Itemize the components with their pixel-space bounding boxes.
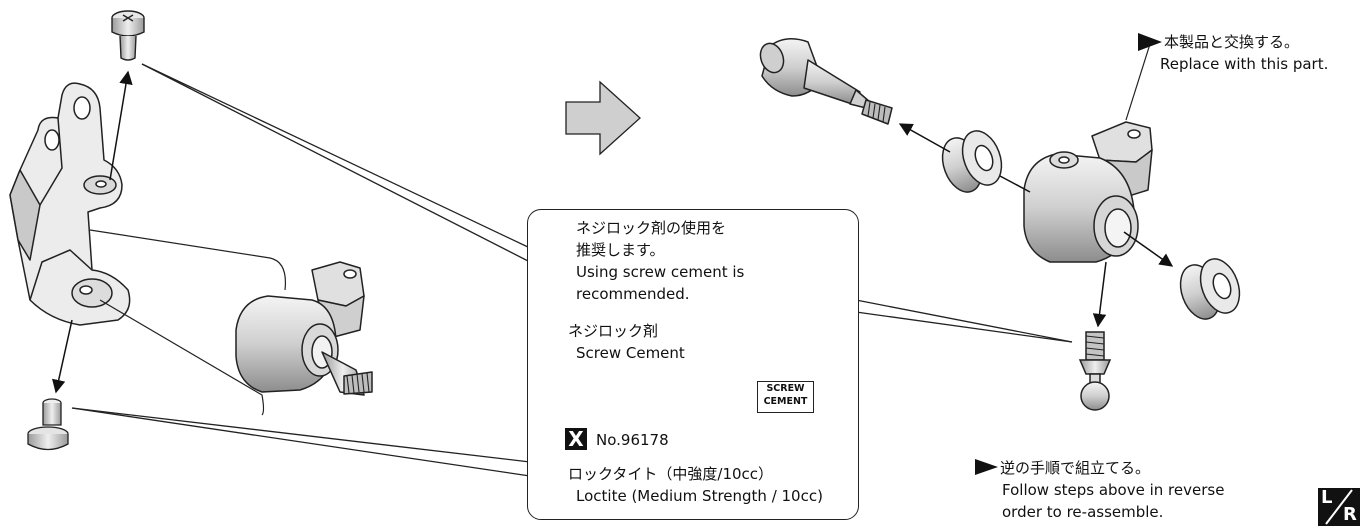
- lr-mark-l: L: [1321, 487, 1333, 508]
- knuckle-assembly: [235, 261, 373, 396]
- part-number: No.96178: [596, 431, 669, 449]
- tube-label: SCREW CEMENT: [757, 381, 814, 413]
- loctite-en: Loctite (Medium Strength / 10cc): [576, 487, 823, 505]
- reassemble-note-jp: 逆の手順で組立てる。: [1000, 459, 1151, 477]
- tube-label-line-1: SCREW: [766, 383, 805, 394]
- bearing-right: [1179, 258, 1241, 320]
- bearing-top: [941, 130, 1003, 193]
- bottom-pin: [27, 398, 69, 451]
- cement-recommend-jp: ネジロック剤の使用を: [576, 219, 727, 237]
- lr-corner-mark: L R: [1318, 488, 1360, 526]
- cement-recommend-jp-2: 推奨します。: [576, 241, 665, 259]
- replace-note-leader: [1125, 43, 1151, 121]
- cement-heading-en: Screw Cement: [576, 344, 685, 362]
- replacement-knuckle: [1023, 121, 1153, 263]
- ball-stud: [1078, 331, 1112, 411]
- cement-heading-jp: ネジロック剤: [568, 322, 659, 340]
- axle-shaft: [759, 38, 893, 125]
- tube-label-line-2: CEMENT: [763, 396, 808, 407]
- top-pin-screw: [111, 10, 145, 61]
- right-explode-arrows: [898, 123, 1174, 328]
- cement-recommend-en-2: recommended.: [576, 285, 690, 303]
- c-hub-carrier: [9, 82, 131, 326]
- screw-cement-note-box: [527, 209, 859, 520]
- left-explode-arrows: [52, 70, 133, 394]
- replace-note-en: Replace with this part.: [1160, 55, 1329, 73]
- hub-leader-lines: [89, 229, 287, 416]
- cement-recommend-en-1: Using screw cement is: [576, 263, 745, 281]
- lr-mark-r: R: [1343, 504, 1357, 525]
- transition-arrow: [565, 80, 641, 156]
- x-badge: X: [565, 428, 587, 450]
- loctite-jp: ロックタイト（中強度/10cc）: [568, 465, 774, 483]
- reassemble-note-en-1: Follow steps above in reverse: [1002, 481, 1225, 499]
- replace-note-jp: 本製品と交換する。: [1164, 33, 1300, 51]
- note-leader-lines: [71, 63, 1073, 477]
- reassemble-note-en-2: order to re-assemble.: [1002, 503, 1164, 521]
